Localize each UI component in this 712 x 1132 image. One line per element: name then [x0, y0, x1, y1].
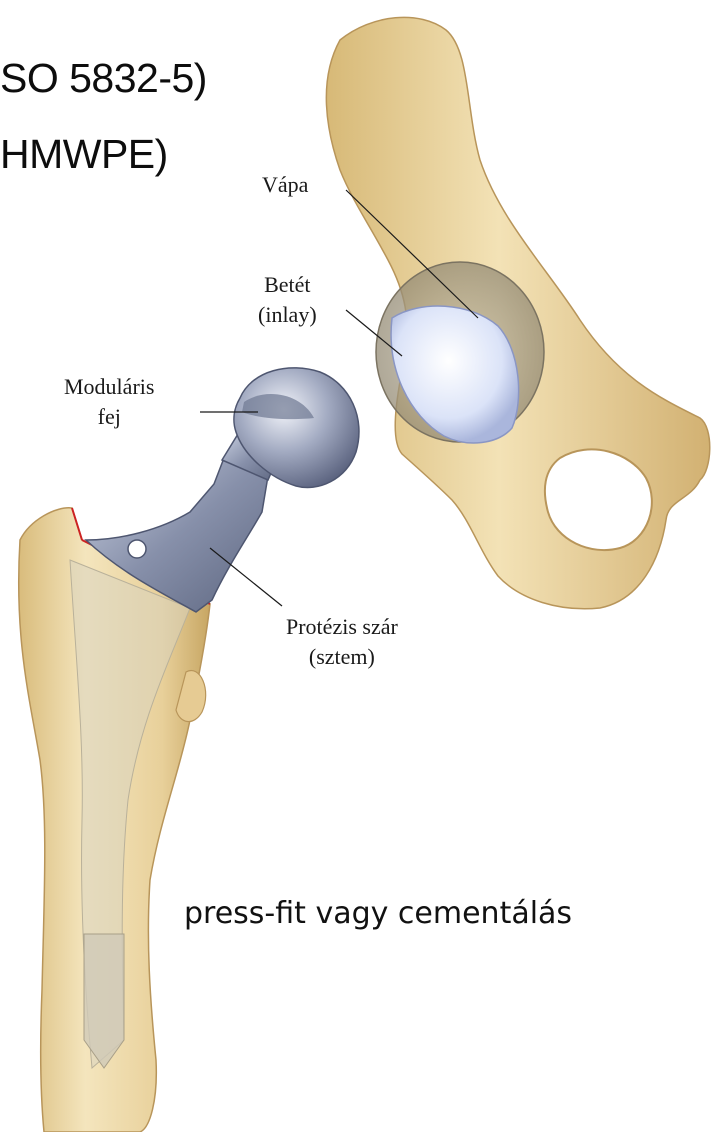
- heading-line-2: HMWPE): [0, 134, 168, 175]
- heading-line-1: SO 5832-5): [0, 58, 207, 99]
- label-head-line1: Moduláris: [64, 372, 154, 402]
- label-cup-text: Vápa: [262, 172, 308, 197]
- label-head-line2: fej: [64, 402, 154, 432]
- label-head: Moduláris fej: [64, 372, 154, 432]
- fixation-note: press-fit vagy cementálás: [184, 896, 572, 931]
- stem-hole: [128, 540, 146, 558]
- label-cup: Vápa: [262, 170, 308, 200]
- label-stem: Protézis szár (sztem): [286, 612, 398, 672]
- label-liner-line2: (inlay): [258, 300, 317, 330]
- label-liner: Betét (inlay): [258, 270, 317, 330]
- label-stem-line2: (sztem): [286, 642, 398, 672]
- label-liner-line1: Betét: [258, 270, 317, 300]
- cement-plug: [84, 934, 124, 1068]
- label-stem-line1: Protézis szár: [286, 612, 398, 642]
